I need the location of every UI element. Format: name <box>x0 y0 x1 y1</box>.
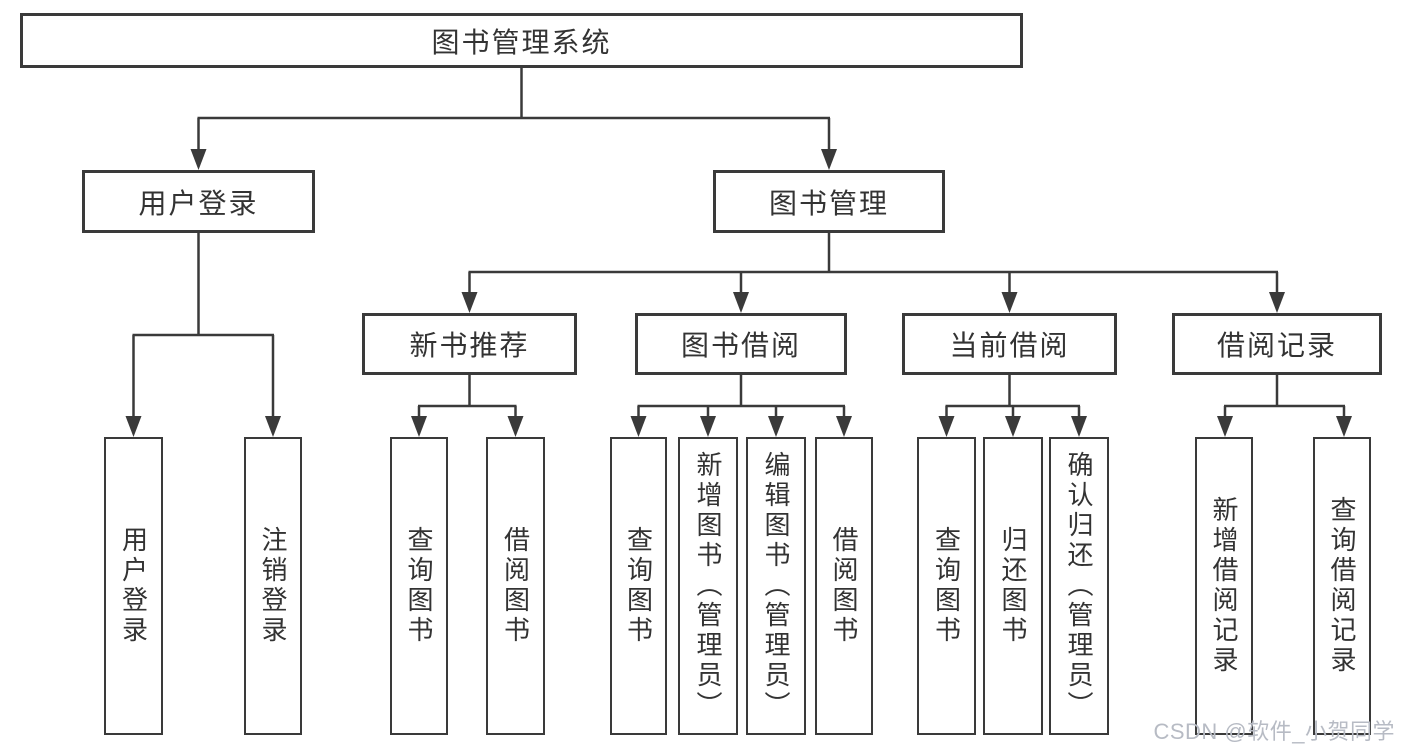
node-label: 借阅记录 <box>1216 330 1337 361</box>
node-label: 用户登录 <box>138 187 259 219</box>
leaf-borrow-books-2: 借阅图书 <box>815 437 873 735</box>
leaf-label: 编辑图书（管理员） <box>761 451 791 721</box>
node-book-borrowing: 图书借阅 <box>635 313 847 375</box>
leaf-borrow-books-1: 借阅图书 <box>486 437 545 735</box>
node-current-borrowing: 当前借阅 <box>902 313 1117 375</box>
node-label: 当前借阅 <box>949 330 1070 361</box>
node-label: 图书管理系统 <box>431 26 612 58</box>
leaf-label: 查询借阅记录 <box>1327 496 1357 676</box>
leaf-label: 用户登录 <box>118 526 149 646</box>
node-borrowing-records: 借阅记录 <box>1172 313 1382 375</box>
node-new-book-recommendation: 新书推荐 <box>362 313 577 375</box>
leaf-logout: 注销登录 <box>244 437 302 735</box>
leaf-add-borrow-record: 新增借阅记录 <box>1195 437 1253 735</box>
node-label: 图书管理 <box>768 187 889 219</box>
leaf-label: 注销登录 <box>258 526 288 646</box>
leaf-query-books-2: 查询图书 <box>610 437 667 735</box>
leaf-label: 查询图书 <box>931 526 962 646</box>
leaf-label: 归还图书 <box>998 526 1028 646</box>
leaf-query-books-1: 查询图书 <box>390 437 448 735</box>
node-library-management-system: 图书管理系统 <box>20 13 1023 68</box>
leaf-label: 新增借阅记录 <box>1209 496 1239 676</box>
leaf-return-books: 归还图书 <box>983 437 1043 735</box>
leaf-label: 借阅图书 <box>829 526 859 646</box>
csdn-watermark: CSDN @软件_小贺同学 <box>1153 719 1395 744</box>
leaf-label: 新增图书（管理员） <box>693 451 723 721</box>
leaf-label: 确认归还（管理员） <box>1064 451 1094 721</box>
leaf-query-books-3: 查询图书 <box>917 437 976 735</box>
leaf-label: 查询图书 <box>623 526 654 646</box>
leaf-query-borrow-record: 查询借阅记录 <box>1313 437 1371 735</box>
leaf-add-book-admin: 新增图书（管理员） <box>678 437 738 735</box>
node-label: 新书推荐 <box>409 330 530 361</box>
node-label: 图书借阅 <box>680 330 801 361</box>
leaf-label: 借阅图书 <box>500 526 531 646</box>
leaf-user-login: 用户登录 <box>104 437 163 735</box>
leaf-edit-book-admin: 编辑图书（管理员） <box>746 437 806 735</box>
leaf-confirm-return-admin: 确认归还（管理员） <box>1049 437 1109 735</box>
node-user-login: 用户登录 <box>82 170 315 233</box>
leaf-label: 查询图书 <box>404 526 434 646</box>
node-book-management: 图书管理 <box>713 170 945 233</box>
